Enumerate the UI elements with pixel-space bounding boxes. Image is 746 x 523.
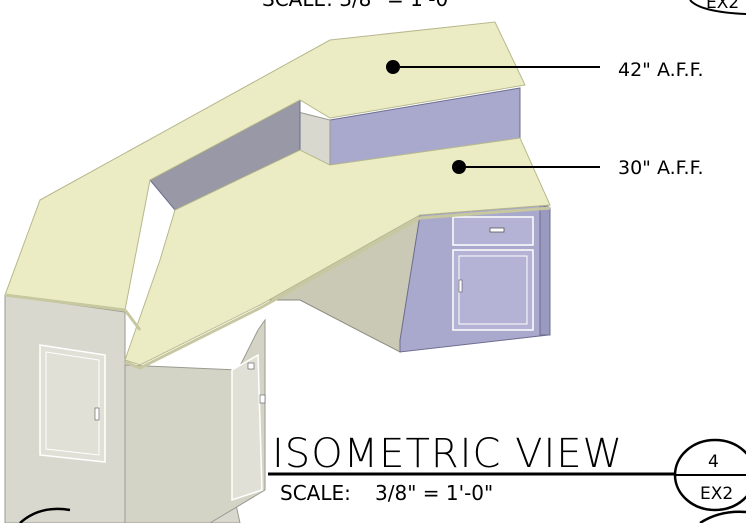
left-cabinet-door <box>39 344 106 463</box>
drawing-title: ISOMETRIC VIEW <box>272 431 623 477</box>
sheet-reference: EX2 <box>700 484 733 504</box>
partial-bubble-bottom-right <box>699 510 746 523</box>
left-cabinet-door-panel <box>45 351 100 456</box>
corner-wall <box>124 318 266 523</box>
callout-dot-42 <box>386 60 400 74</box>
upper-countertop-edge <box>4 293 142 331</box>
drawer-pull <box>489 227 505 233</box>
corner-cabinet-door <box>231 353 263 502</box>
callout-label-30: 30" A.F.F. <box>618 157 704 179</box>
callout-label-42: 42" A.F.F. <box>618 59 704 81</box>
partial-bubble-bottom-left <box>19 507 71 523</box>
right-cabinet-side <box>539 204 551 336</box>
scale-label: SCALE: <box>280 481 351 505</box>
callout-42: 42" A.F.F. <box>386 59 704 81</box>
detail-number: 4 <box>708 452 719 472</box>
previous-bubble-arc <box>689 0 746 15</box>
callout-30: 30" A.F.F. <box>452 157 704 179</box>
corner-drawer-pull <box>247 362 255 370</box>
desk-model <box>4 21 551 523</box>
title-block: ISOMETRIC VIEW SCALE: 3/8" = 1'-0" 4 EX2 <box>268 431 746 512</box>
lower-countertop-edge <box>124 206 551 370</box>
scale-value: 3/8" = 1'-0" <box>375 481 493 505</box>
left-door-pull <box>94 407 100 421</box>
previous-scale-note: SCALE: 3/8" = 1'-0" EX2 <box>262 0 746 15</box>
previous-scale-text: SCALE: 3/8" = 1'-0" <box>262 0 457 11</box>
callout-dot-30 <box>452 160 466 174</box>
previous-sheet-ref: EX2 <box>706 0 739 13</box>
cabinet-door <box>452 249 534 331</box>
corner-door-pull <box>259 394 266 404</box>
door-pull <box>458 279 463 293</box>
